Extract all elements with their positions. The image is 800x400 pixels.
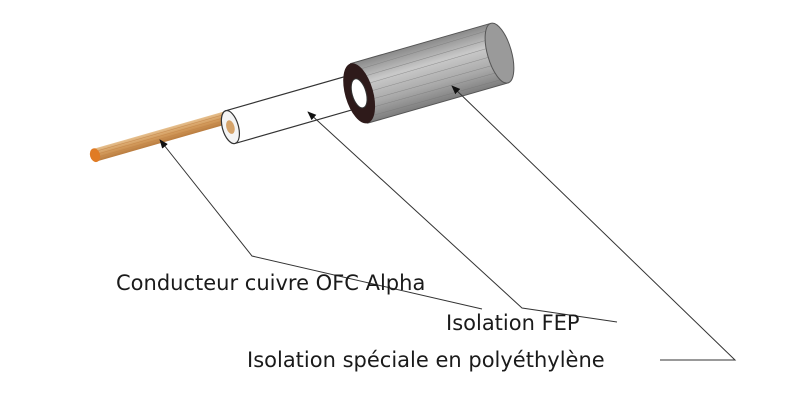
leader-line-conductor [159, 139, 483, 310]
copper-tip [89, 148, 101, 163]
leader-line-fep [307, 111, 618, 323]
fep-insulation-tube [220, 74, 359, 145]
label-polyethylene-insulation: Isolation spéciale en polyéthylène [247, 348, 605, 372]
copper-conductor [89, 108, 239, 163]
label-fep-insulation: Isolation FEP [446, 311, 580, 335]
leader-line-polyethylene [451, 85, 737, 361]
polyethylene-jacket [343, 22, 515, 124]
label-conductor: Conducteur cuivre OFC Alpha [116, 271, 426, 295]
